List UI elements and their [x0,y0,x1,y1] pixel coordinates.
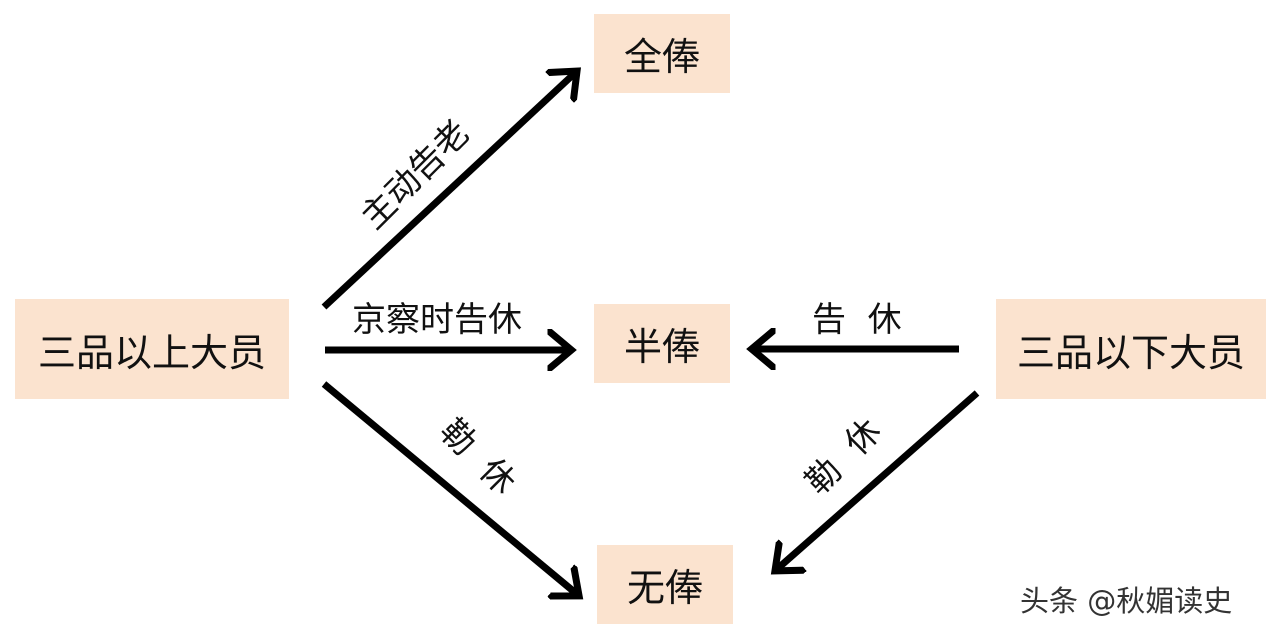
no-salary-node: 无俸 [597,545,733,624]
half-salary-node: 半俸 [594,304,730,383]
full-salary-node: 全俸 [594,14,730,93]
arrow-senior-to-full [321,72,576,310]
arrow-junior-to-none [776,390,980,570]
arrow-senior-to-none [321,381,578,595]
jingcha-retire-label: 京察时告休 [352,300,522,340]
watermark: 头条 @秋媚读史 [1020,584,1233,618]
request-retire-label: 告 休 [812,300,902,340]
senior-officials-node: 三品以上大员 [15,299,289,399]
junior-officials-node: 三品以下大员 [996,299,1266,399]
